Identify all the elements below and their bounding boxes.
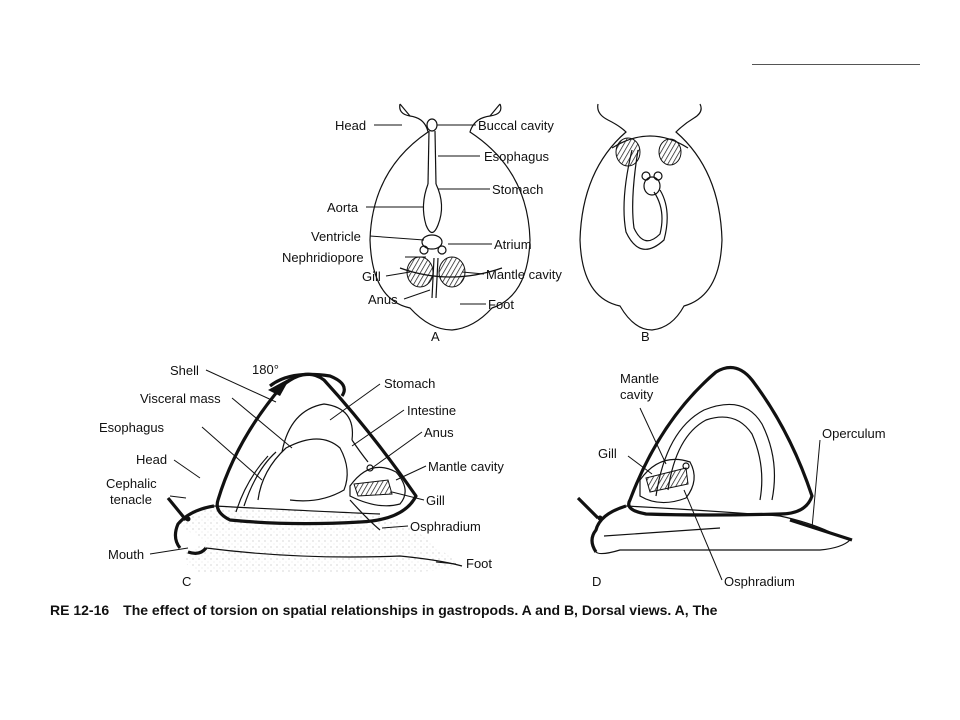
label-a-buccal-cavity: Buccal cavity [478, 118, 554, 133]
label-a-gill: Gill [362, 269, 381, 284]
label-c-rotation: 180° [252, 362, 279, 377]
label-c-foot: Foot [466, 556, 492, 571]
label-d-mantle-1: Mantle [620, 371, 659, 386]
panel-b: B [579, 103, 723, 344]
panel-a-body [369, 103, 531, 331]
label-a-ventricle: Ventricle [311, 229, 361, 244]
label-d-mantle-2: cavity [620, 387, 654, 402]
panel-d-letter: D [592, 574, 601, 589]
panel-c-shell [215, 372, 418, 526]
caption-text: The effect of torsion on spatial relatio… [123, 602, 718, 618]
panel-a: Head Buccal cavity Esophagus Stomach Aor… [282, 103, 562, 344]
label-c-cephalic-1: Cephalic [106, 476, 157, 491]
panel-a-letter: A [431, 329, 440, 344]
label-c-head: Head [136, 452, 167, 467]
label-d-operculum: Operculum [822, 426, 886, 441]
label-a-foot: Foot [488, 297, 514, 312]
label-a-anus: Anus [368, 292, 398, 307]
label-c-esophagus: Esophagus [99, 420, 165, 435]
label-d-osphradium: Osphradium [724, 574, 795, 589]
panel-c-foot [178, 506, 460, 572]
panel-c-letter: C [182, 574, 191, 589]
label-c-cephalic-2: tenacle [110, 492, 152, 507]
header-rule [752, 64, 920, 65]
label-a-stomach: Stomach [492, 182, 543, 197]
label-c-gill: Gill [426, 493, 445, 508]
panel-b-letter: B [641, 329, 650, 344]
label-d-gill: Gill [598, 446, 617, 461]
panel-a-leaders [366, 124, 492, 305]
label-c-intestine: Intestine [407, 403, 456, 418]
label-c-visceral-mass: Visceral mass [140, 391, 221, 406]
panel-c: Shell 180° Visceral mass Esophagus Head … [99, 362, 504, 589]
panel-d-leaders [627, 407, 821, 581]
panel-d-shell [627, 365, 814, 517]
label-c-stomach: Stomach [384, 376, 435, 391]
label-a-aorta: Aorta [327, 200, 359, 215]
label-c-mouth: Mouth [108, 547, 144, 562]
figure-caption: RE 12-16 The effect of torsion on spatial… [50, 602, 717, 618]
label-a-mantle-cavity: Mantle cavity [486, 267, 562, 282]
panel-c-leaders [149, 369, 457, 565]
label-a-esophagus: Esophagus [484, 149, 550, 164]
label-c-shell: Shell [170, 363, 199, 378]
label-a-nephridiopore: Nephridiopore [282, 250, 364, 265]
label-a-atrium: Atrium [494, 237, 532, 252]
label-c-anus: Anus [424, 425, 454, 440]
label-c-mantle-cavity: Mantle cavity [428, 459, 504, 474]
label-c-osphradium: Osphradium [410, 519, 481, 534]
caption-figure-number: RE 12-16 [50, 602, 110, 618]
label-a-head: Head [335, 118, 366, 133]
panel-d: Mantle cavity Gill Operculum Osphradium … [576, 365, 886, 589]
